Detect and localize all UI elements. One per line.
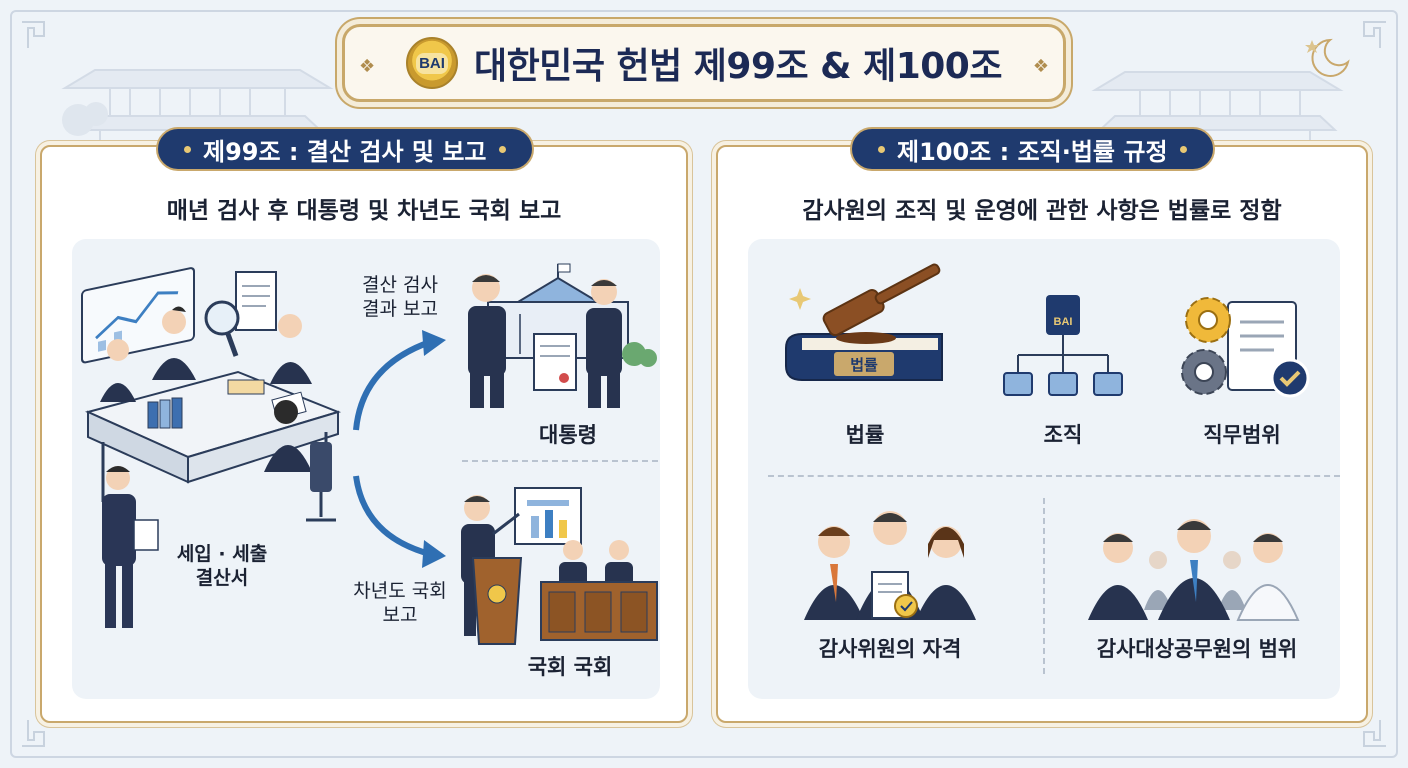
article-100-title: 제100조 : 조직·법률 규정 — [897, 137, 1168, 166]
arrow-top-line-1: 결산 검사 — [362, 274, 438, 296]
article-100-pill: 제100조 : 조직·법률 규정 — [850, 127, 1215, 171]
pill-dot-icon — [184, 145, 191, 153]
audit-target-officials-label: 감사대상공무원의 범위 — [1096, 637, 1298, 661]
president-handover-icon — [468, 263, 657, 408]
arrow-up-icon — [353, 339, 431, 431]
outer-frame — [10, 10, 1398, 758]
assembly-label: 국회 국회 — [527, 655, 613, 679]
moon-icon — [1311, 38, 1350, 77]
settlement-line-1: 세입 · 세출 — [176, 543, 268, 565]
knot-right-icon: ❖ — [1032, 56, 1049, 77]
org-chart-icon: BAI — [1003, 295, 1123, 396]
knot-left-icon: ❖ — [359, 56, 376, 77]
arrow-bottom-line-2: 보고 — [382, 603, 418, 626]
president-label: 대통령 — [539, 423, 597, 447]
book-text: 법률 — [850, 356, 878, 374]
article-100-subtitle: 감사원의 조직 및 운영에 관한 사항은 법률로 정함 — [802, 198, 1282, 224]
gears-document-icon — [1181, 297, 1310, 398]
law-label: 법률 — [845, 423, 885, 447]
tree-icon — [62, 102, 108, 136]
right-divider-horizontal — [768, 475, 1340, 477]
page-title: 대한민국 헌법 제99조 & 제100조 — [474, 46, 1002, 87]
gavel-book-icon: 법률 — [785, 263, 943, 381]
pill-dot-icon — [498, 145, 506, 153]
duty-scope-label: 직무범위 — [1203, 423, 1281, 447]
audit-office-icon — [81, 267, 342, 628]
emblem-text: BAI — [416, 52, 448, 74]
right-divider-vertical — [1043, 498, 1045, 674]
left-divider — [462, 460, 658, 462]
settlement-line-2: 결산서 — [195, 566, 249, 589]
organization-label: 조직 — [1043, 423, 1083, 447]
pill-dot-icon — [878, 145, 885, 153]
commissioners-icon — [804, 511, 976, 620]
org-emblem-text: BAI — [1054, 316, 1073, 328]
arrow-top-line-2: 결과 보고 — [362, 297, 438, 320]
report-arrows — [353, 330, 446, 568]
article-99-title: 제99조 : 결산 검사 및 보고 — [203, 137, 487, 166]
arrow-bottom-line-1: 차년도 국회 — [353, 580, 447, 602]
officials-icon — [1088, 519, 1300, 621]
commissioner-qualification-label: 감사위원의 자격 — [818, 637, 962, 661]
bai-emblem-icon: BAI — [406, 37, 458, 89]
arrow-down-icon — [353, 475, 431, 557]
article-99-pill: 제99조 : 결산 검사 및 보고 — [156, 127, 534, 171]
palace-left-icon — [61, 69, 334, 146]
star-icon — [1305, 40, 1319, 53]
national-assembly-icon — [461, 487, 658, 645]
title-banner: ❖ BAI 대한민국 헌법 제99조 & 제100조 ❖ — [342, 24, 1066, 102]
pill-dot-icon — [1179, 145, 1187, 153]
corner-knot-icon — [22, 21, 1386, 747]
article-99-subtitle: 매년 검사 후 대통령 및 차년도 국회 보고 — [166, 198, 562, 224]
